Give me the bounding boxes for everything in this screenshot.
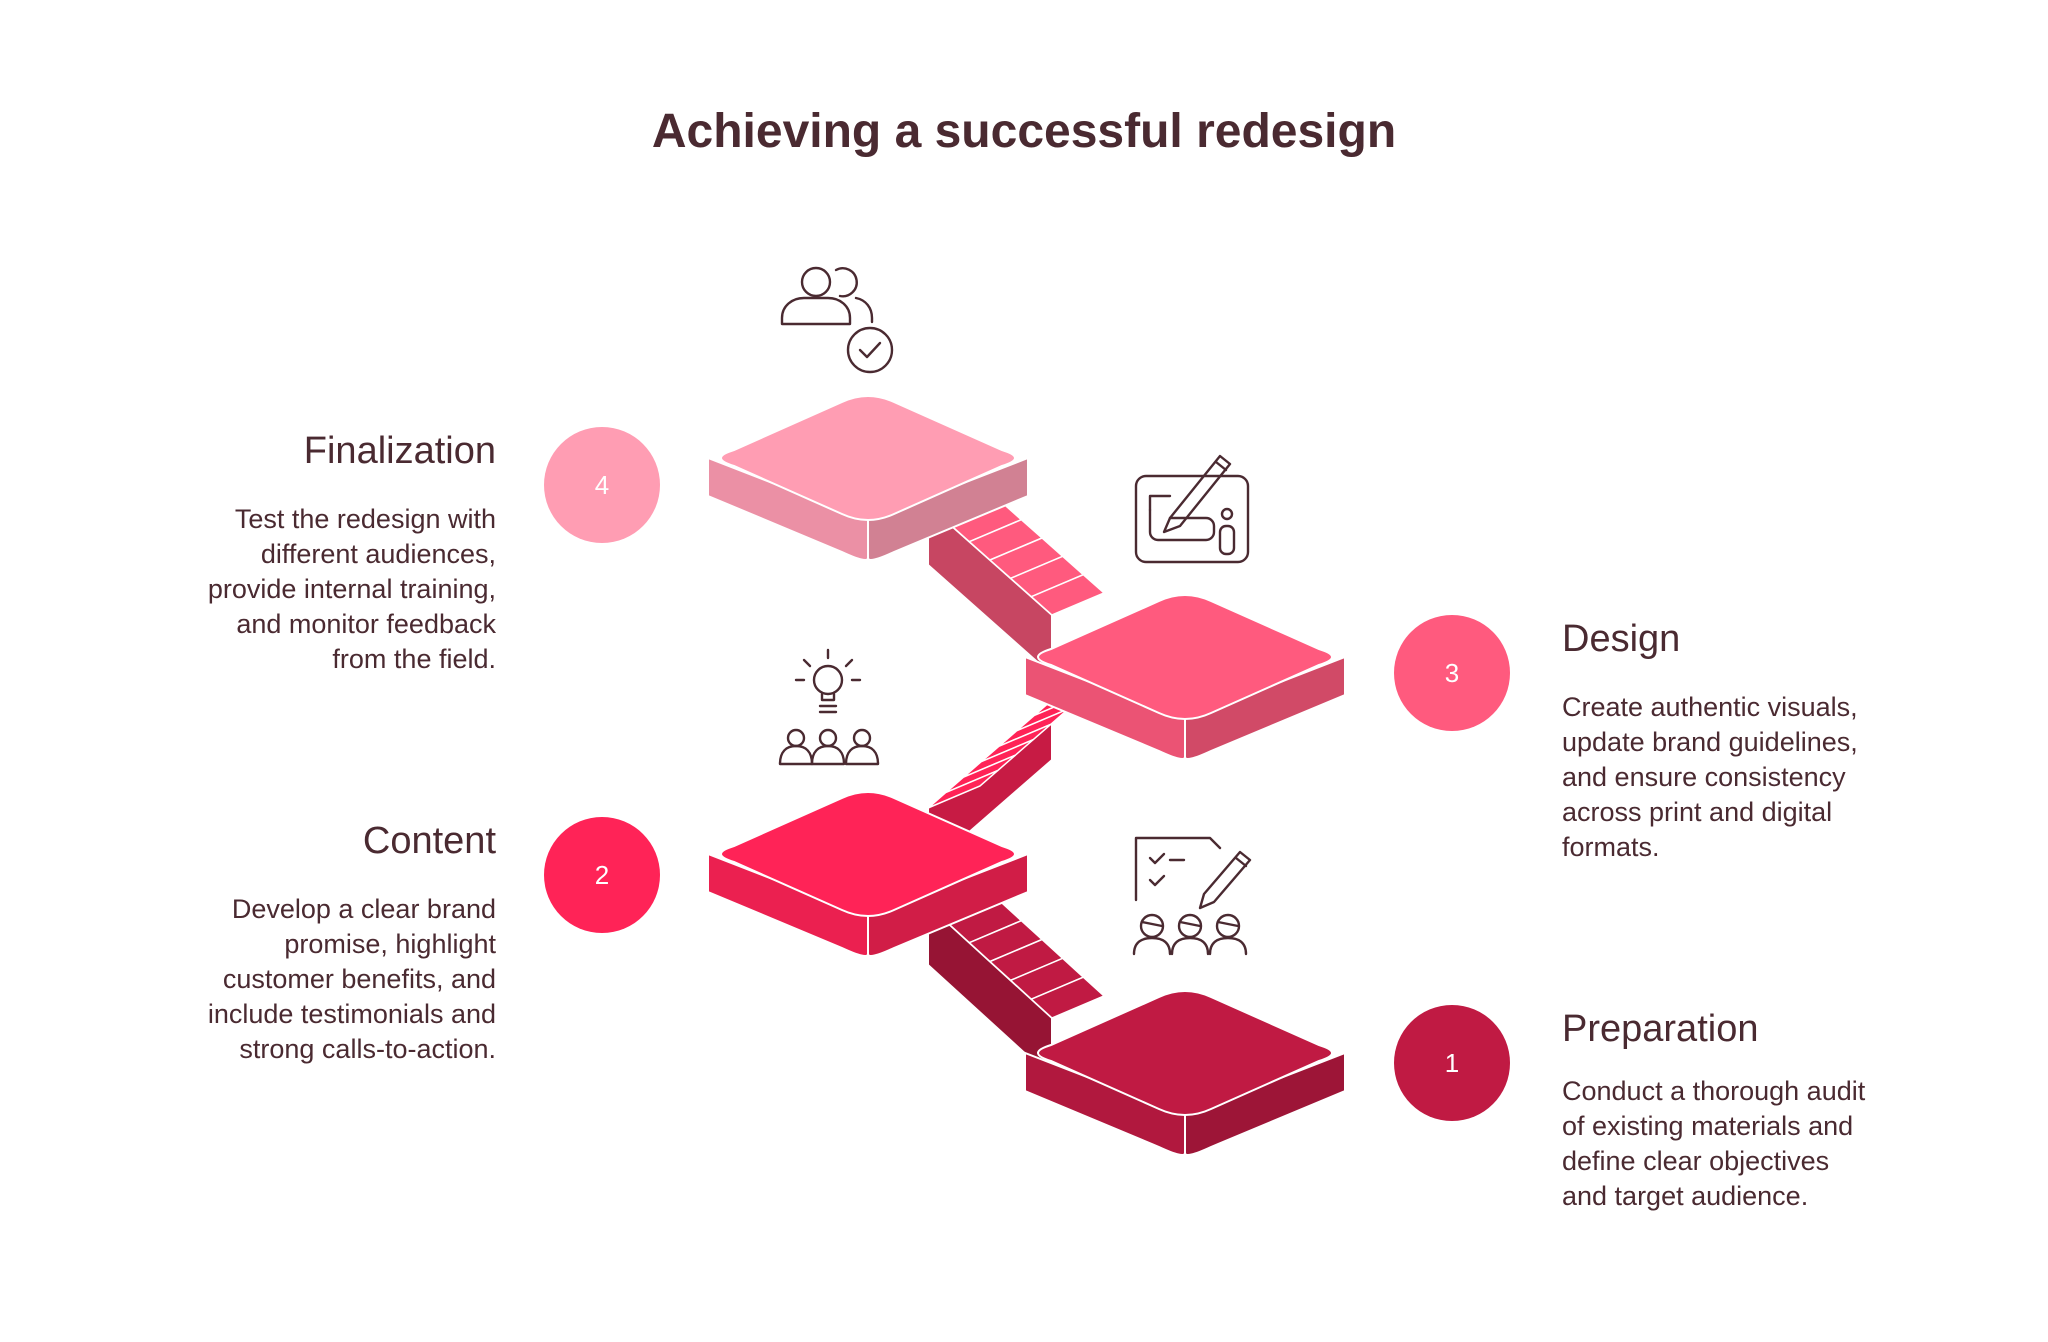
step-2-number: 2 [594, 859, 610, 890]
idea-team-icon [776, 648, 896, 775]
platform-2-right-face [867, 852, 1029, 957]
platform-3-top-face [1037, 594, 1333, 720]
users-check-icon [780, 258, 900, 383]
platform-4 [707, 395, 1029, 561]
platform-2 [707, 791, 1029, 957]
step-4-description: Test the redesign with different audienc… [207, 504, 496, 674]
flight-1-2-step-6 [1029, 976, 1106, 1019]
step-1-title: Preparation [1562, 1008, 1759, 1050]
step-4-title: Finalization [303, 430, 496, 472]
step-4-number-badge: 4 [544, 427, 660, 543]
stair-flight-3-4 [926, 482, 1106, 678]
checklist-team-icon [1132, 836, 1262, 963]
platform-1-right-face [1184, 1051, 1346, 1156]
step-3-title: Design [1562, 618, 1681, 660]
step-1-number-badge: 1 [1394, 1005, 1510, 1121]
page-title: Achieving a successful redesign [651, 105, 1397, 158]
step-2-description: Develop a clear brand promise, highlight… [207, 894, 496, 1064]
step-3-description: Create authentic visuals, update brand g… [1562, 692, 1858, 862]
step-3-number: 3 [1444, 657, 1460, 688]
platform-3 [1024, 594, 1346, 760]
design-board-icon [1132, 448, 1252, 573]
step-1-number: 1 [1444, 1047, 1460, 1078]
platform-4-right-face [867, 456, 1029, 561]
flight-2-3-step-7 [927, 769, 999, 809]
step-2-number-badge: 2 [544, 817, 660, 933]
platform-2-top-face [720, 791, 1016, 917]
step-2-title: Content [362, 820, 496, 862]
platform-3-right-face [1184, 655, 1346, 760]
platform-1 [1024, 990, 1346, 1156]
step-1-description: Conduct a thorough audit of existing mat… [1562, 1076, 1866, 1211]
platform-1-top-face [1037, 990, 1333, 1116]
flight-3-4-step-6 [1029, 573, 1106, 616]
step-3-number-badge: 3 [1394, 615, 1510, 731]
step-4-number: 4 [594, 469, 610, 500]
platform-4-top-face [720, 395, 1016, 521]
